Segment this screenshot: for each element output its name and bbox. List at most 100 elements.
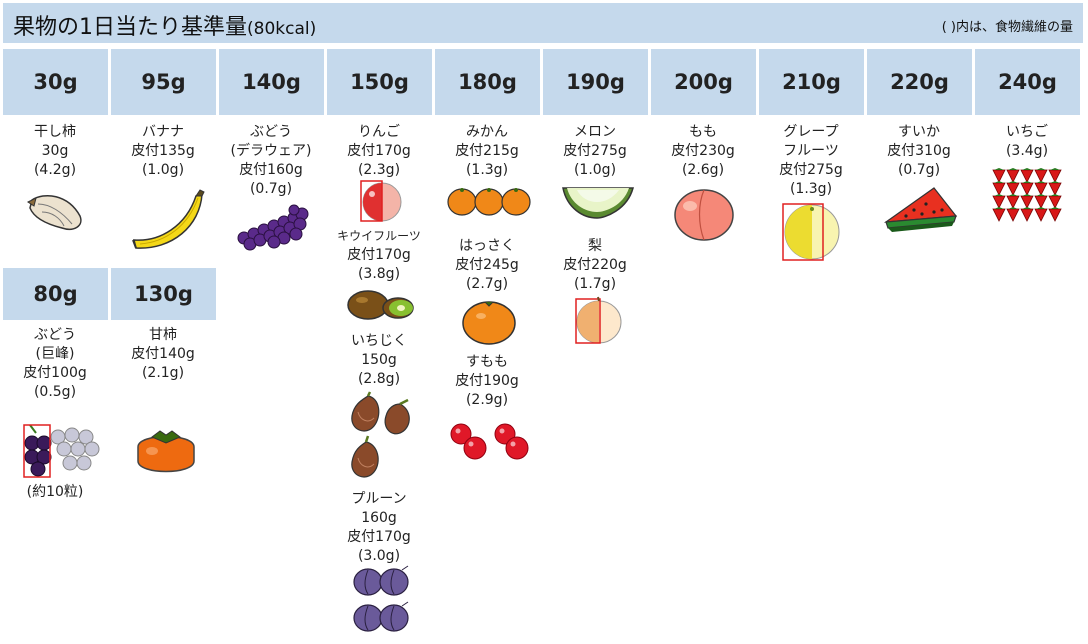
label-hassaku: はっさく 皮付245g (2.7g) <box>432 237 542 294</box>
fig-icon <box>346 391 418 484</box>
header-80g: 80g <box>3 268 108 320</box>
header-30g: 30g <box>3 49 108 115</box>
fruit-amount: 皮付245g <box>455 257 519 273</box>
fruit-amount-peeled: 皮付170g <box>347 529 411 545</box>
hassaku-icon <box>461 298 517 346</box>
fruit-fiber: (2.1g) <box>141 365 185 381</box>
fruit-amount: 皮付140g <box>131 346 195 362</box>
fruit-name: みかん <box>466 124 508 140</box>
fruit-fiber: (0.5g) <box>33 384 77 400</box>
fruit-name: すいか <box>898 124 940 140</box>
fruit-amount: 30g <box>41 143 69 159</box>
kyoho-grapes-icon <box>20 421 100 479</box>
label-melon: メロン 皮付275g (1.0g) <box>540 123 650 180</box>
fruit-amount: 皮付275g <box>563 143 627 159</box>
header-220g: 220g <box>867 49 972 115</box>
fruit-variety: (デラウェア) <box>230 143 312 159</box>
fruit-name: 甘柿 <box>149 327 177 343</box>
label-ringo: りんご 皮付170g (2.3g) <box>324 123 434 180</box>
fruit-amount: 皮付170g <box>347 247 411 263</box>
banana-icon <box>130 189 208 250</box>
fiber-note: ( )内は、食物繊維の量 <box>941 20 1073 35</box>
header-140g: 140g <box>219 49 324 115</box>
header-190g: 190g <box>543 49 648 115</box>
fruit-name: 干し柿 <box>34 124 76 140</box>
fruit-variety: (巨峰) <box>35 346 75 362</box>
label-suika: すいか 皮付310g (0.7g) <box>864 123 974 180</box>
kyoho-count: (約10粒) <box>26 484 84 500</box>
fruit-amount: 皮付160g <box>239 162 303 178</box>
label-kyoho: ぶどう (巨峰) 皮付100g (0.5g) <box>0 326 110 402</box>
fruit-fiber: (1.7g) <box>573 276 617 292</box>
fruit-name: いちじく <box>351 333 407 349</box>
header-130g: 130g <box>111 268 216 320</box>
label-mikan: みかん 皮付215g (1.3g) <box>432 123 542 180</box>
fruit-name: いちご <box>1006 124 1048 140</box>
fruit-amount: 160g <box>361 510 397 526</box>
fruit-fiber: (1.0g) <box>573 162 617 178</box>
header-180g: 180g <box>435 49 540 115</box>
persimmon-icon <box>134 423 198 479</box>
fruit-amount: 皮付220g <box>563 257 627 273</box>
header-95g: 95g <box>111 49 216 115</box>
header-150g: 150g <box>327 49 432 115</box>
watermelon-icon <box>883 186 958 238</box>
fruit-fiber: (2.6g) <box>681 162 725 178</box>
label-grapefruit: グレープ フルーツ 皮付275g (1.3g) <box>756 123 866 199</box>
label-amagaki: 甘柿 皮付140g (2.1g) <box>108 326 218 383</box>
dried-persimmon-icon <box>24 190 86 234</box>
fruit-amount: 皮付100g <box>23 365 87 381</box>
header-210g: 210g <box>759 49 864 115</box>
label-prune: プルーン 160g 皮付170g (3.0g) <box>324 490 434 566</box>
fruit-name: バナナ <box>142 124 184 140</box>
apple-icon <box>358 180 406 224</box>
fruit-amount: 皮付215g <box>455 143 519 159</box>
header-200g: 200g <box>651 49 756 115</box>
title-text: 果物の1日当たり基準量 <box>13 15 247 40</box>
fruit-fiber: (2.7g) <box>465 276 509 292</box>
fruit-name: キウイフルーツ <box>337 229 421 243</box>
fruit-fiber: (0.7g) <box>249 181 293 197</box>
fruit-name: ぶどう <box>34 327 76 343</box>
fruit-amount: 皮付275g <box>779 162 843 178</box>
pear-icon <box>574 296 624 345</box>
grapes-icon <box>234 204 310 251</box>
fruit-fiber: (1.0g) <box>141 162 185 178</box>
fruit-fiber: (1.3g) <box>789 181 833 197</box>
fruit-fiber: (2.9g) <box>465 392 509 408</box>
fruit-fiber: (2.3g) <box>357 162 401 178</box>
fruit-name: ぶどう <box>250 124 292 140</box>
fruit-name: グレープ <box>783 124 839 140</box>
fruit-fiber: (1.3g) <box>465 162 509 178</box>
fruit-amount: 150g <box>361 352 397 368</box>
label-ichijiku: いちじく 150g (2.8g) <box>324 332 434 389</box>
fruit-fiber: (3.8g) <box>357 266 401 282</box>
fruit-fiber: (2.8g) <box>357 371 401 387</box>
fruit-name: 梨 <box>588 238 602 254</box>
peach-icon <box>672 186 736 242</box>
fruit-name-cont: フルーツ <box>783 143 839 159</box>
fruit-fiber: (3.4g) <box>1005 143 1049 159</box>
fruit-fiber: (0.7g) <box>897 162 941 178</box>
title-bar: 果物の1日当たり基準量(80kcal) ( )内は、食物繊維の量 <box>3 3 1083 43</box>
fruit-name: はっさく <box>459 238 515 254</box>
header-240g: 240g <box>975 49 1080 115</box>
fruit-name: プルーン <box>351 491 407 507</box>
fruit-amount: 皮付190g <box>455 373 519 389</box>
plum-icon <box>449 420 531 464</box>
melon-icon <box>561 184 635 220</box>
fruit-fiber: (4.2g) <box>33 162 77 178</box>
fruit-fiber: (3.0g) <box>357 548 401 564</box>
fruit-name: もも <box>689 124 717 140</box>
label-sumomo: すもも 皮付190g (2.9g) <box>432 353 542 410</box>
mandarin-icon <box>447 184 531 218</box>
fruit-name: メロン <box>574 124 616 140</box>
fruit-name: すもも <box>466 354 508 370</box>
fruit-name: りんご <box>358 124 400 140</box>
label-banana: バナナ 皮付135g (1.0g) <box>108 123 218 180</box>
fruit-amount: 皮付310g <box>887 143 951 159</box>
label-momo: もも 皮付230g (2.6g) <box>648 123 758 180</box>
fruit-amount: 皮付170g <box>347 143 411 159</box>
label-kiwi: キウイフルーツ 皮付170g (3.8g) <box>324 227 434 284</box>
title-suffix: (80kcal) <box>247 19 317 39</box>
